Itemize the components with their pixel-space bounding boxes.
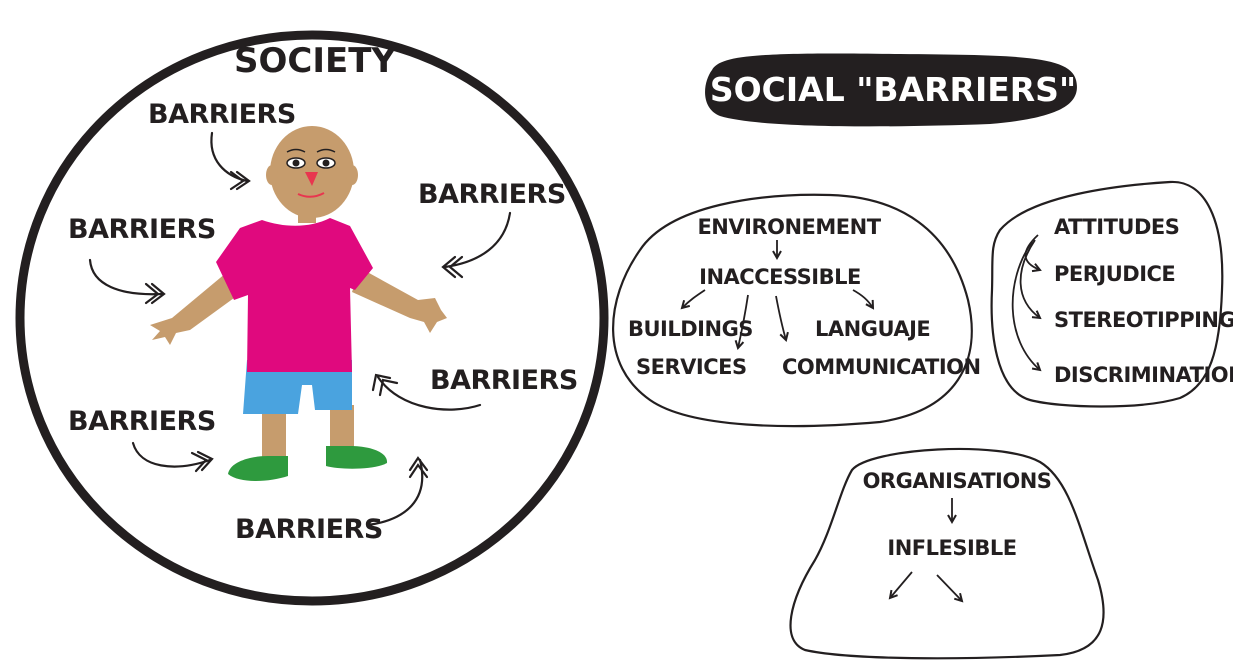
attitudes-heading: ATTITUDES bbox=[1054, 215, 1179, 239]
barrier-label-bottom: BARRIERS bbox=[235, 514, 383, 545]
shorts bbox=[243, 360, 352, 414]
nose bbox=[305, 172, 318, 186]
environment-arrow-languaje bbox=[852, 289, 873, 308]
attitudes-item-discrimination: DISCRIMINATION bbox=[1054, 363, 1233, 387]
barrier-arrow-top bbox=[210, 131, 249, 183]
attitudes-blob bbox=[990, 180, 1224, 408]
barrier-arrow-left-bottom bbox=[131, 441, 212, 468]
person-figure bbox=[150, 126, 447, 481]
society-title: SOCIETY bbox=[234, 41, 396, 81]
social-barriers-banner bbox=[705, 53, 1077, 127]
attitudes-arrow-stereotipping bbox=[1019, 239, 1040, 318]
organisations-heading: ORGANISATIONS bbox=[863, 469, 1052, 493]
organisations-arrow-right bbox=[936, 574, 962, 601]
social-barriers-title: SOCIAL "BARRIERS" bbox=[710, 70, 1076, 109]
environment-item-buildings: BUILDINGS bbox=[628, 317, 753, 341]
left-leg bbox=[262, 405, 286, 465]
right-shoe bbox=[326, 446, 388, 469]
left-ear bbox=[266, 165, 278, 185]
barrier-arrow-right-mid bbox=[376, 375, 482, 411]
environment-arrow-buildings bbox=[682, 289, 706, 308]
left-arm bbox=[150, 268, 245, 345]
left-shoe bbox=[228, 456, 288, 481]
environment-heading: ENVIRONEMENT bbox=[697, 215, 881, 239]
environment-item-communication: COMMUNICATION bbox=[782, 355, 981, 379]
barrier-label-right-mid: BARRIERS bbox=[430, 365, 578, 396]
shirt bbox=[216, 218, 373, 372]
barrier-label-right-top: BARRIERS bbox=[418, 179, 566, 210]
barrier-arrow-right-top bbox=[443, 211, 512, 269]
environment-sub: INACCESSIBLE bbox=[699, 265, 861, 289]
mouth bbox=[297, 192, 325, 198]
organisations-arrow-left bbox=[890, 571, 913, 598]
environment-item-services: SERVICES bbox=[636, 355, 747, 379]
environment-arrow-services bbox=[738, 294, 749, 348]
organisations-blob bbox=[789, 447, 1105, 660]
attitudes-item-perjudice: PERJUDICE bbox=[1054, 262, 1175, 286]
attitudes-item-stereotipping: STEREOTIPPING bbox=[1054, 308, 1233, 332]
right-arm bbox=[352, 268, 447, 333]
barrier-label-top: BARRIERS bbox=[148, 99, 296, 130]
barrier-label-left-top: BARRIERS bbox=[68, 214, 216, 245]
attitudes-arrow-perjudice bbox=[1024, 234, 1041, 270]
environment-blob bbox=[612, 193, 973, 428]
right-ear bbox=[346, 165, 358, 185]
barrier-arrow-left-top bbox=[88, 258, 164, 296]
society-circle bbox=[15, 30, 609, 606]
attitudes-arrow-discrimination bbox=[1011, 241, 1040, 370]
environment-arrow-communication bbox=[775, 295, 786, 340]
organisations-sub: INFLESIBLE bbox=[887, 536, 1016, 560]
environment-item-languaje: LANGUAJE bbox=[815, 317, 930, 341]
barrier-label-left-bottom: BARRIERS bbox=[68, 406, 216, 437]
